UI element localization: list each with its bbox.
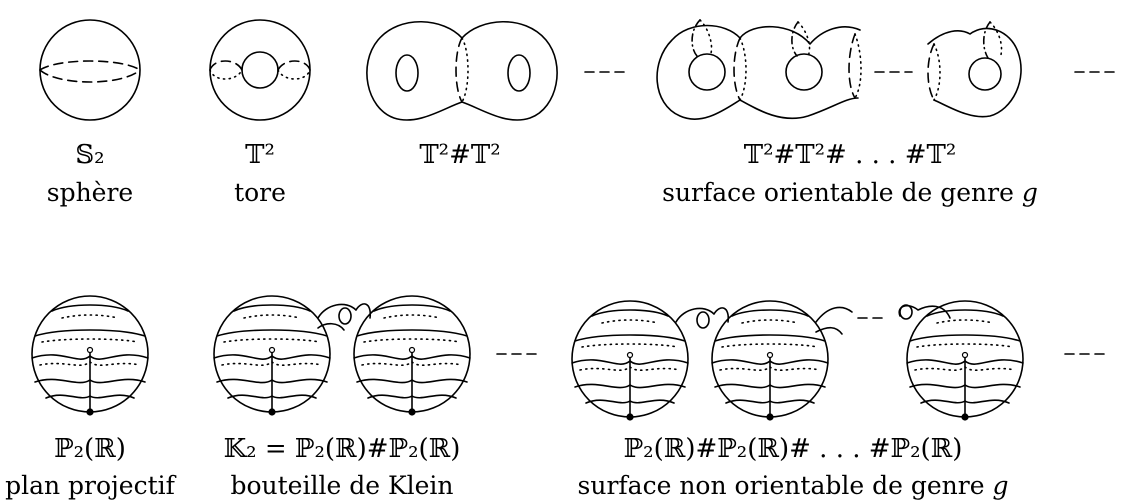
torus-symbol: 𝕋² [245, 140, 275, 170]
crosscap-ball-icon [711, 300, 829, 422]
nonorientable-genus-symbol: ℙ₂(ℝ)#ℙ₂(ℝ)# . . . #ℙ₂(ℝ) [624, 434, 963, 464]
genus-g-label: surface orientable de genre g [662, 178, 1038, 207]
projective-plane-label: plan projectif [5, 471, 177, 500]
torus-label: tore [234, 178, 286, 207]
sphere-label: sphère [47, 178, 133, 207]
nonorientable-tube [675, 306, 853, 335]
double-torus-figure [366, 21, 558, 121]
genus-g-symbol: 𝕋²#𝕋²# . . . #𝕋² [744, 140, 957, 170]
klein-tube [317, 303, 372, 331]
crosscap-ball-icon [571, 300, 689, 422]
crosscap-ball-icon [31, 295, 149, 417]
sphere-symbol: 𝕊₂ [75, 140, 104, 170]
torus-figure [209, 19, 311, 121]
nonorientable-right-tube [898, 304, 951, 320]
crosscap-ball-icon [353, 295, 471, 417]
crosscap-ball-icon [213, 295, 331, 417]
genus-g-right-piece [927, 21, 1022, 118]
klein-bottle-label: bouteille de Klein [230, 471, 453, 500]
klein-bottle-symbol: 𝕂₂ = ℙ₂(ℝ)#ℙ₂(ℝ) [224, 434, 461, 464]
nonorientable-genus-label: surface non orientable de genre g [578, 471, 1009, 500]
sphere-figure [39, 19, 141, 121]
genus-g-left-piece [656, 19, 862, 120]
double-torus-symbol: 𝕋²#𝕋² [419, 140, 500, 170]
projective-plane-symbol: ℙ₂(ℝ) [54, 434, 126, 464]
crosscap-ball-icon [906, 300, 1024, 422]
